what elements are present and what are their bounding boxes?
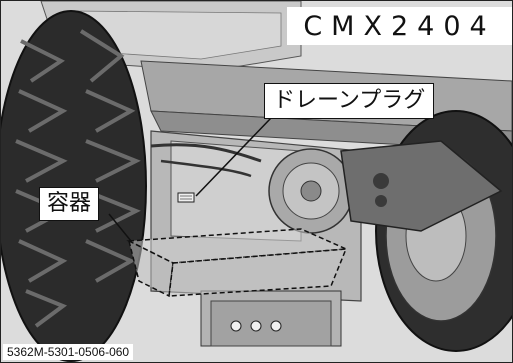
container-tray bbox=[126, 228, 348, 298]
container-leader bbox=[108, 213, 132, 242]
container-callout: 容器 bbox=[39, 187, 100, 221]
drain-plug-part bbox=[177, 192, 195, 203]
drain-plug-leader bbox=[195, 117, 272, 197]
model-label: CMX2404 bbox=[287, 7, 512, 45]
figure-code: 5362M-5301-0506-060 bbox=[3, 344, 134, 360]
drain-plug-callout: ドレーンプラグ bbox=[264, 83, 435, 119]
left-tire bbox=[1, 10, 147, 362]
